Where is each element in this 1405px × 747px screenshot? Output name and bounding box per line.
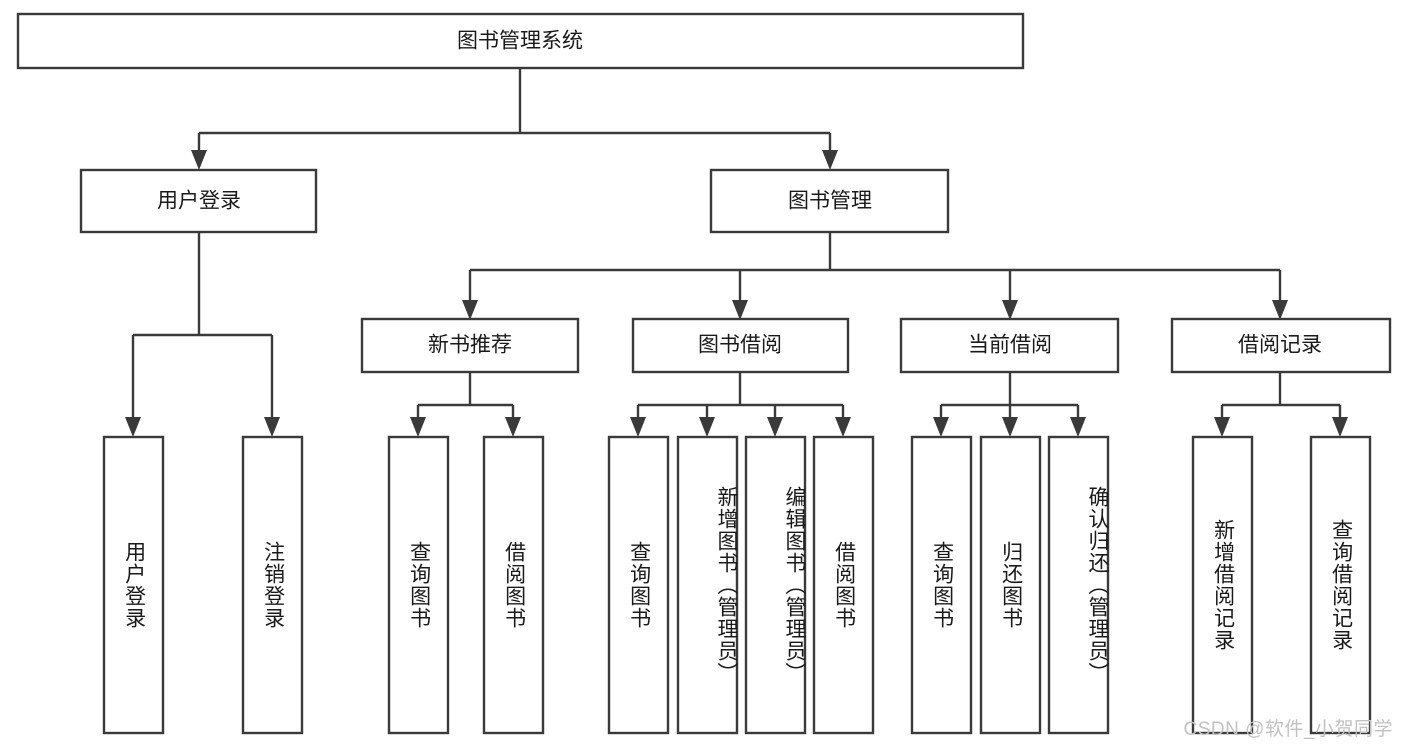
arrow-head-leaf-add-book (699, 417, 715, 437)
node-leaf-user-login-box[interactable] (102, 435, 165, 735)
node-leaf-borrow-book-2-box[interactable] (812, 435, 875, 735)
node-current-borrow-box[interactable] (899, 317, 1120, 374)
arrow-head-leaf-query-record (1332, 417, 1348, 437)
node-leaf-edit-book-box[interactable] (744, 435, 807, 735)
node-leaf-query-book-2-box[interactable] (607, 435, 670, 735)
node-leaf-add-book-box[interactable] (676, 435, 739, 735)
arrow-head-leaf-confirm-return (1070, 417, 1086, 437)
arrow-head-leaf-edit-book (767, 417, 783, 437)
arrow-head-leaf-borrow-book-2 (835, 417, 851, 437)
node-book-manage-box[interactable] (709, 168, 950, 234)
arrow-head-user-login (191, 150, 207, 170)
node-root-box[interactable] (16, 12, 1025, 70)
node-current-borrow-label: 当前借阅 (968, 334, 1052, 357)
arrow-head-leaf-borrow-book-1 (505, 417, 521, 437)
node-book-borrow-label: 图书借阅 (698, 334, 782, 357)
node-root[interactable]: 图书管理系统 (16, 12, 1025, 70)
arrow-head-leaf-query-book-3 (933, 417, 949, 437)
arrow-head-leaf-logout-login (264, 417, 280, 437)
watermark-text: CSDN @软件_小贺同学 (1183, 719, 1393, 740)
node-book-manage-label: 图书管理 (788, 190, 872, 213)
node-new-book-recommend-box[interactable] (360, 317, 580, 374)
node-user-login-label: 用户登录 (157, 190, 241, 213)
node-user-login-box[interactable] (79, 168, 318, 234)
node-leaf-logout-login-box[interactable] (241, 435, 304, 735)
arrow-head-leaf-query-book-2 (630, 417, 646, 437)
node-new-book-recommend-label: 新书推荐 (428, 334, 512, 357)
node-root-label: 图书管理系统 (457, 30, 583, 53)
leaf-node-group (102, 435, 1372, 735)
node-book-manage[interactable]: 图书管理 (709, 168, 950, 234)
arrow-head-leaf-return-book (1002, 417, 1018, 437)
node-leaf-add-record-box[interactable] (1191, 435, 1254, 735)
node-borrow-record-label: 借阅记录 (1238, 334, 1322, 357)
arrow-head-borrow-record (1272, 300, 1288, 320)
node-book-borrow-box[interactable] (631, 317, 850, 374)
node-user-login[interactable]: 用户登录 (79, 168, 318, 234)
arrow-head-new-book-recommend (462, 300, 478, 320)
arrow-head-leaf-user-login (125, 417, 141, 437)
arrow-head-leaf-query-book-1 (410, 417, 426, 437)
node-book-borrow[interactable]: 图书借阅 (631, 317, 850, 374)
node-leaf-confirm-return-box[interactable] (1047, 435, 1110, 735)
node-borrow-record-box[interactable] (1170, 317, 1392, 374)
arrow-head-leaf-add-record (1214, 417, 1230, 437)
node-leaf-borrow-book-1-box[interactable] (482, 435, 545, 735)
node-leaf-query-book-3-box[interactable] (910, 435, 973, 735)
node-leaf-query-book-1-box[interactable] (387, 435, 450, 735)
arrow-head-current-borrow (1002, 300, 1018, 320)
node-leaf-query-record-box[interactable] (1309, 435, 1372, 735)
node-new-book-recommend[interactable]: 新书推荐 (360, 317, 580, 374)
arrow-head-book-manage (822, 150, 838, 170)
node-current-borrow[interactable]: 当前借阅 (899, 317, 1120, 374)
connector-group (125, 68, 1348, 437)
arrow-head-book-borrow (732, 300, 748, 320)
node-leaf-return-book-box[interactable] (979, 435, 1042, 735)
node-borrow-record[interactable]: 借阅记录 (1170, 317, 1392, 374)
